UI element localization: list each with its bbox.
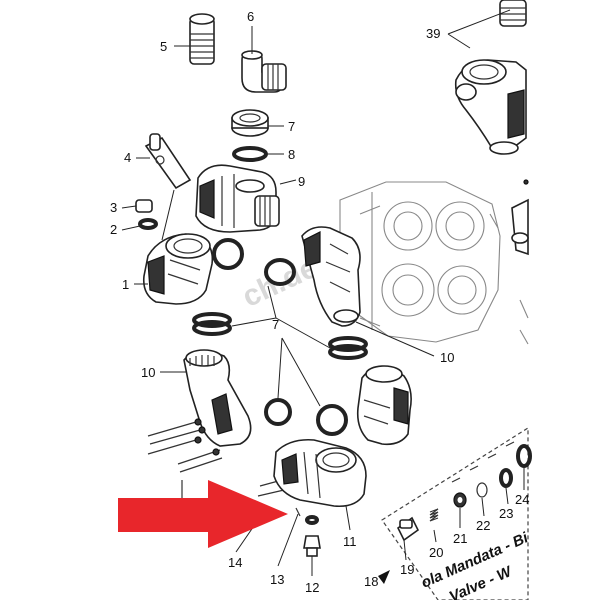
callout-22: 22 bbox=[476, 518, 490, 533]
callout-10-left: 10 bbox=[141, 365, 155, 380]
part-5-nipple bbox=[189, 13, 215, 65]
oring-set bbox=[192, 238, 368, 436]
callout-10-right: 10 bbox=[440, 350, 454, 365]
callout-19: 19 bbox=[400, 562, 414, 577]
part-4-valve bbox=[144, 133, 192, 190]
part-2-oring bbox=[138, 218, 158, 230]
callout-18: 18 bbox=[364, 574, 378, 589]
part-10-upper-manifold bbox=[301, 226, 361, 327]
callout-6: 6 bbox=[247, 9, 254, 24]
bolt-14 bbox=[295, 507, 301, 517]
callout-7-mid: 7 bbox=[272, 317, 279, 332]
part-right-edge-partial bbox=[511, 179, 529, 345]
callout-14: 14 bbox=[228, 555, 242, 570]
callout-24: 24 bbox=[515, 492, 529, 507]
leader-19 bbox=[403, 539, 407, 561]
callout-7-top: 7 bbox=[288, 119, 295, 134]
callout-3: 3 bbox=[110, 200, 117, 215]
part-right-lower-manifold bbox=[356, 365, 412, 446]
leader-11 bbox=[345, 505, 351, 531]
leader-23 bbox=[505, 487, 509, 505]
part-9-manifold bbox=[195, 164, 280, 233]
pointer-18-arrowhead bbox=[378, 570, 390, 584]
part-7-nut bbox=[231, 109, 269, 137]
callout-8: 8 bbox=[288, 147, 295, 162]
callout-4: 4 bbox=[124, 150, 131, 165]
red-arrow-icon bbox=[118, 480, 288, 548]
callout-12: 12 bbox=[305, 580, 319, 595]
callout-11: 11 bbox=[343, 534, 357, 549]
pump-body bbox=[339, 181, 501, 343]
callout-39: 39 bbox=[426, 26, 440, 41]
part-1-manifold bbox=[142, 233, 214, 305]
callout-1: 1 bbox=[122, 277, 129, 292]
part-11-discharge-manifold bbox=[273, 438, 367, 508]
part-12-plug bbox=[303, 535, 321, 557]
callout-2: 2 bbox=[110, 222, 117, 237]
leader-22 bbox=[481, 497, 485, 517]
callout-13: 13 bbox=[270, 572, 284, 587]
callout-20: 20 bbox=[429, 545, 443, 560]
leader-20 bbox=[433, 529, 437, 543]
leader-4b bbox=[161, 189, 175, 241]
part-3-fitting bbox=[135, 199, 153, 213]
leader-3 bbox=[121, 205, 137, 209]
callout-5: 5 bbox=[160, 39, 167, 54]
parts-kit-strip bbox=[381, 426, 532, 600]
callout-23: 23 bbox=[499, 506, 513, 521]
leaders-7-mid bbox=[231, 285, 331, 407]
part-6-elbow bbox=[241, 50, 287, 93]
leader-2 bbox=[121, 225, 141, 231]
leader-9 bbox=[279, 179, 297, 185]
part-39-manifold bbox=[454, 0, 527, 155]
callout-21: 21 bbox=[453, 531, 467, 546]
part-8-oring bbox=[232, 146, 268, 162]
leader-13 bbox=[277, 513, 299, 567]
part-13-washer bbox=[305, 515, 319, 525]
leader-39 bbox=[447, 9, 511, 49]
callout-9: 9 bbox=[298, 174, 305, 189]
leader-10-right bbox=[355, 321, 435, 357]
